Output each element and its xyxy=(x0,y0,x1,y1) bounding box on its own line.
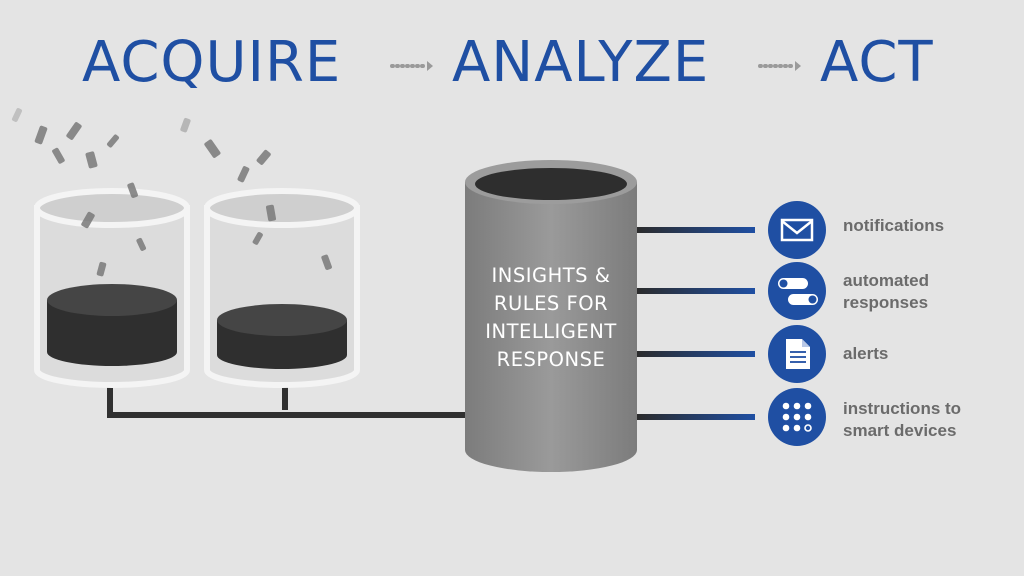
jar-connector-pipe xyxy=(107,385,470,418)
envelope-icon xyxy=(780,218,814,242)
output-pipe-automated-responses xyxy=(637,288,755,294)
document-icon xyxy=(786,339,810,369)
analysis-cylinder-label: INSIGHTS & RULES FOR INTELLIGENT RESPONS… xyxy=(466,262,636,374)
dot-grid-icon xyxy=(782,402,812,432)
output-circle-notifications xyxy=(768,201,826,259)
output-pipe-notifications xyxy=(637,227,755,233)
data-jar-left xyxy=(34,188,190,388)
output-label-line: notifications xyxy=(843,216,945,235)
output-label-line: instructions to xyxy=(843,399,962,418)
output-label-line: automated xyxy=(843,271,929,290)
output-circle-automated-responses xyxy=(768,262,826,320)
data-jar-right xyxy=(204,188,360,388)
output-label-notifications: notifications xyxy=(843,215,944,237)
stage-analyze-label: ANALYZE xyxy=(452,30,710,95)
output-circle-alerts xyxy=(768,325,826,383)
stage-act-label: ACT xyxy=(820,30,934,95)
output-label-smart-devices: instructions to smart devices xyxy=(843,398,961,442)
analysis-cylinder xyxy=(465,160,637,472)
center-line-3: INTELLIGENT xyxy=(485,320,617,343)
output-pipe-smart-devices xyxy=(637,414,755,420)
stage-acquire-label: ACQUIRE xyxy=(82,30,342,95)
output-circle-smart-devices xyxy=(768,388,826,446)
falling-data-particles xyxy=(11,108,332,277)
output-label-automated-responses: automated responses xyxy=(843,270,929,314)
center-line-4: RESPONSE xyxy=(496,348,606,371)
output-label-alerts: alerts xyxy=(843,343,888,365)
center-line-1: INSIGHTS & xyxy=(491,264,611,287)
output-pipes xyxy=(637,227,755,420)
output-label-line: alerts xyxy=(843,344,889,363)
toggle-switch-icon xyxy=(778,278,818,305)
output-pipe-alerts xyxy=(637,351,755,357)
center-line-2: RULES FOR xyxy=(493,292,609,315)
output-label-line: smart devices xyxy=(843,421,957,440)
output-label-line: responses xyxy=(843,293,929,312)
arrow-analyze-to-act xyxy=(758,61,801,71)
arrow-acquire-to-analyze xyxy=(390,61,433,71)
